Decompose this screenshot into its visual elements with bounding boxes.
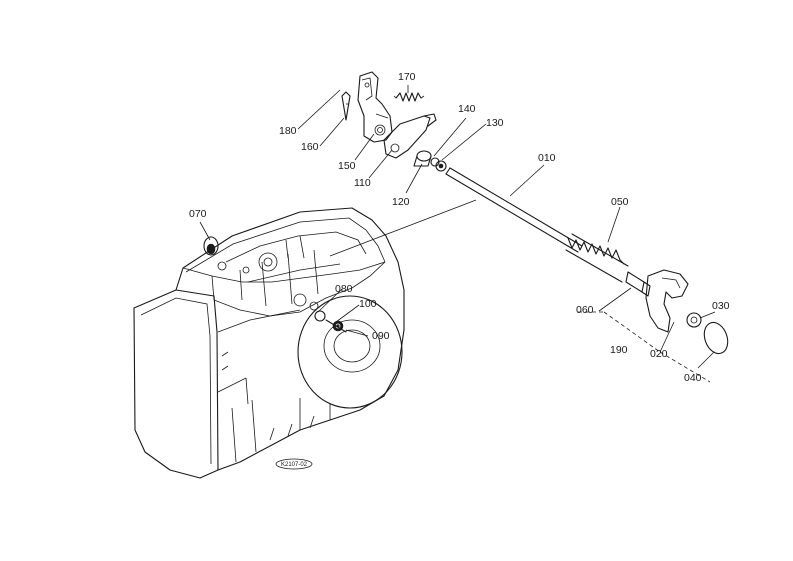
label-010: 010 xyxy=(538,152,556,164)
transmission-housing: K2107-02 xyxy=(133,207,405,479)
label-110: 110 xyxy=(354,177,371,189)
label-160: 160 xyxy=(301,141,319,153)
label-090: 090 xyxy=(372,330,390,342)
label-070: 070 xyxy=(189,208,207,220)
label-030: 030 xyxy=(712,300,730,312)
label-130: 130 xyxy=(486,117,504,129)
part-labels: 010 020 030 040 050 060 070 080 090 100 … xyxy=(189,71,730,384)
insertion-guide-line xyxy=(329,199,477,257)
label-150: 150 xyxy=(338,160,356,172)
label-080: 080 xyxy=(335,283,353,295)
label-050: 050 xyxy=(611,196,629,208)
label-140: 140 xyxy=(458,103,476,115)
reference-stamp xyxy=(275,458,313,470)
leader-lines xyxy=(199,85,716,369)
shift-shaft-assembly xyxy=(203,167,729,355)
assembly-190-bracket xyxy=(578,311,711,383)
shift-lever-assembly xyxy=(341,71,447,172)
label-190: 190 xyxy=(610,344,628,356)
label-100: 100 xyxy=(359,298,377,310)
label-170: 170 xyxy=(398,71,416,83)
label-040: 040 xyxy=(684,372,702,384)
label-120: 120 xyxy=(392,196,410,208)
label-180: 180 xyxy=(279,125,297,137)
label-020: 020 xyxy=(650,348,668,360)
reference-code: K2107-02 xyxy=(281,462,308,468)
label-060: 060 xyxy=(576,304,594,316)
